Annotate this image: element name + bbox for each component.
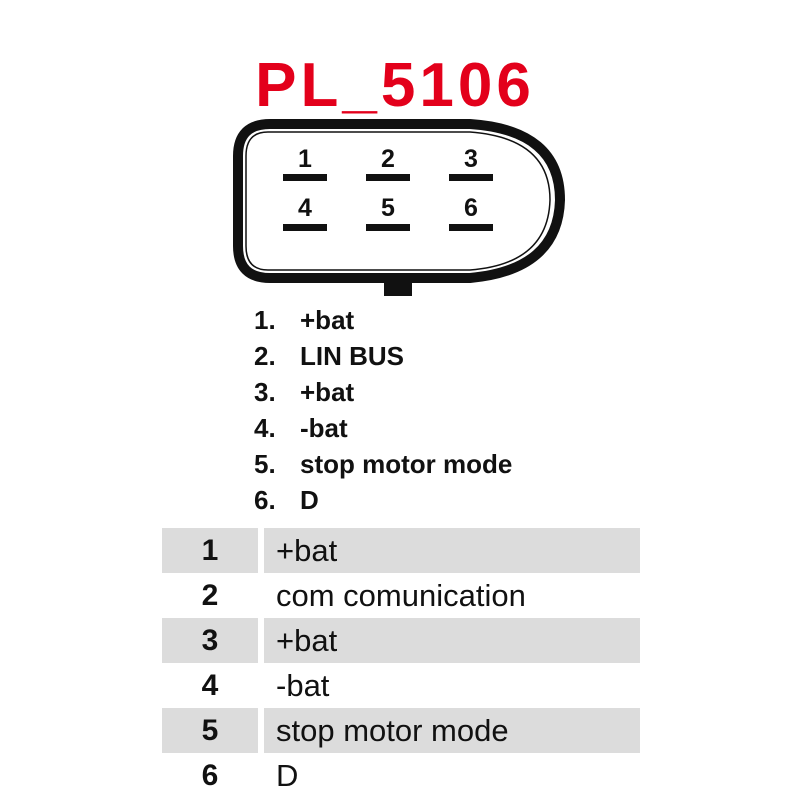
table-row: 5 stop motor mode: [162, 708, 642, 753]
table-row: 2 com comunication: [162, 573, 642, 618]
legend-label: +bat: [300, 377, 355, 407]
legend-number: 6.: [254, 485, 276, 515]
pin-label-4: 4: [298, 194, 312, 222]
table-row: 1 +bat: [162, 528, 642, 573]
connector-housing-inner: [245, 131, 551, 271]
table-pin-number: 6: [201, 759, 219, 792]
legend-item: 5. stop motor mode: [254, 448, 512, 484]
pin-terminal-1: [283, 174, 327, 181]
pin-terminal-4: [283, 224, 327, 231]
legend-item: 1. +bat: [254, 304, 512, 340]
pin-terminal-5: [366, 224, 410, 231]
table-pin-function: +bat: [264, 528, 640, 573]
legend-item: 4. -bat: [254, 412, 512, 448]
legend-label: -bat: [300, 413, 348, 443]
table-pin-function: D: [276, 758, 299, 793]
pin-label-1: 1: [298, 145, 312, 173]
pin-terminal-2: [366, 174, 410, 181]
pin-terminal-6: [449, 224, 493, 231]
table-pin-function: +bat: [264, 618, 640, 663]
table-pin-number: 3: [162, 618, 258, 663]
table-pin-function: stop motor mode: [264, 708, 640, 753]
legend-label: D: [300, 485, 319, 515]
table-row: 4 -bat: [162, 663, 642, 708]
table-pin-number: 5: [162, 708, 258, 753]
pin-function-table: 1 +bat 2 com comunication 3 +bat 4 -bat …: [162, 528, 642, 798]
legend-label: +bat: [300, 305, 355, 335]
legend-number: 3.: [254, 377, 276, 407]
legend-number: 1.: [254, 305, 276, 335]
table-row: 6 D: [162, 753, 642, 798]
part-number-title: PL_5106: [255, 51, 535, 120]
table-row: 3 +bat: [162, 618, 642, 663]
pin-label-3: 3: [464, 145, 478, 173]
legend-label: stop motor mode: [300, 449, 513, 479]
legend-item: 3. +bat: [254, 376, 512, 412]
connector-housing: [233, 119, 566, 283]
pin-label-6: 6: [464, 194, 478, 222]
legend-number: 4.: [254, 413, 276, 443]
table-pin-function: -bat: [276, 668, 330, 703]
legend-item: 2. LIN BUS: [254, 340, 512, 376]
legend-number: 2.: [254, 341, 276, 371]
legend-label: LIN BUS: [300, 341, 404, 371]
table-pin-number: 4: [201, 669, 219, 702]
pin-label-5: 5: [381, 194, 395, 222]
table-pin-number: 1: [162, 528, 258, 573]
table-pin-number: 2: [201, 579, 219, 612]
pin-legend: 1. +bat 2. LIN BUS 3. +bat 4. -bat 5. stop mo…: [254, 304, 512, 520]
connector-key-tab: [384, 276, 412, 296]
pin-terminal-3: [449, 174, 493, 181]
legend-number: 5.: [254, 449, 276, 479]
connector-diagram: 1 2 3 4 5 6: [233, 119, 566, 296]
table-pin-function: com comunication: [276, 578, 526, 613]
legend-item: 6. D: [254, 484, 512, 520]
pin-label-2: 2: [381, 145, 395, 173]
